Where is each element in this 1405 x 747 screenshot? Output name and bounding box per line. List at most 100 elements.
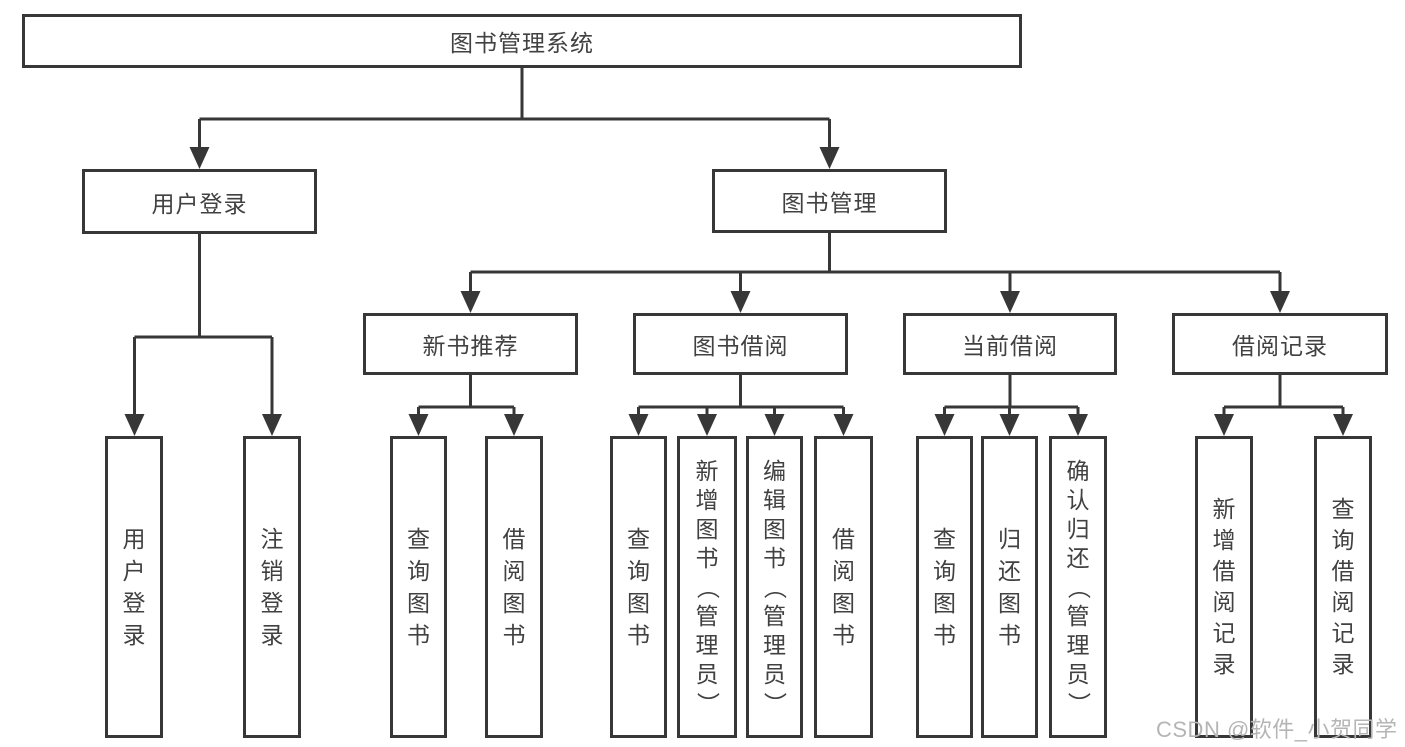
leaf-label-char: 管 (763, 602, 786, 629)
leaf-borrow-books-2: 借阅图书 (814, 436, 873, 738)
leaf-label: 确认归还（管理员） (1065, 459, 1092, 715)
node-library-management-system: 图书管理系统 (22, 14, 1022, 68)
arrowhead (124, 414, 145, 436)
leaf-logout: 注销登录 (243, 436, 301, 738)
node-label: 图书管理系统 (450, 30, 594, 56)
leaf-label-char: 书 (998, 621, 1021, 648)
node-user-login: 用户登录 (82, 169, 317, 234)
leaf-label-char: 用 (122, 525, 146, 552)
leaf-label-char: （ (694, 575, 721, 599)
leaf-label-char: 理 (763, 631, 786, 658)
leaf-label-char: 借 (502, 525, 526, 552)
leaf-confirm-return-admin: 确认归还（管理员） (1049, 436, 1107, 738)
leaf-query-books-1: 查询图书 (390, 436, 447, 738)
leaf-label-char: 还 (998, 557, 1021, 584)
arrowhead (697, 414, 717, 436)
leaf-label-char: 还 (1066, 544, 1090, 571)
leaf-label-char: 借 (832, 525, 855, 552)
leaf-label-char: 理 (695, 631, 719, 658)
leaf-label-char: 询 (407, 557, 430, 584)
leaf-label: 新增图书（管理员） (694, 457, 721, 715)
arrowhead (408, 414, 429, 436)
leaf-label-char: 图 (502, 589, 526, 616)
node-label: 用户登录 (151, 190, 248, 217)
leaf-label: 借阅图书 (832, 525, 855, 647)
leaf-label: 查询图书 (933, 525, 956, 647)
arrowhead (189, 147, 210, 169)
arrowhead (1214, 414, 1234, 436)
leaf-label-char: 增 (695, 486, 719, 513)
leaf-query-books-3: 查询图书 (916, 436, 973, 738)
leaf-label-char: 借 (1212, 558, 1236, 584)
leaf-label-char: 图 (832, 589, 855, 616)
leaf-add-books-admin: 新增图书（管理员） (677, 436, 737, 738)
leaf-label-char: 归 (998, 525, 1021, 552)
leaf-label-char: 录 (1331, 651, 1355, 677)
leaf-label-char: 询 (933, 557, 956, 584)
arrowhead (833, 414, 854, 436)
leaf-label: 查询图书 (627, 527, 650, 648)
leaf-edit-books-admin: 编辑图书（管理员） (746, 436, 803, 738)
arrowhead (1333, 414, 1353, 436)
connector-user-login-children (124, 234, 282, 436)
node-label: 图书管理 (781, 190, 878, 216)
arrowhead (262, 414, 282, 436)
leaf-label-char: 归 (1066, 515, 1090, 542)
leaf-label-char: 增 (1212, 527, 1236, 553)
leaf-label-char: 借 (1331, 558, 1355, 584)
leaf-label-char: 查 (933, 525, 956, 552)
node-new-book-recommend: 新书推荐 (363, 313, 578, 375)
leaf-return-books: 归还图书 (981, 436, 1038, 738)
arrowhead (1000, 291, 1020, 313)
leaf-label-char: 录 (260, 621, 284, 648)
node-book-borrow: 图书借阅 (633, 313, 848, 375)
leaf-label-char: 查 (407, 525, 430, 552)
leaf-label-char: 书 (627, 621, 650, 648)
connector-book-mgmt-to-level3 (460, 233, 1290, 313)
leaf-label-char: 录 (1212, 651, 1236, 677)
connector-book-borrow-children (628, 375, 854, 436)
node-label: 借阅记录 (1232, 333, 1328, 359)
csdn-watermark: CSDN @软件_小贺同学 (1156, 717, 1398, 742)
connector-borrow-records-children (1214, 375, 1353, 436)
leaf-label-char: 阅 (1212, 589, 1236, 615)
leaf-label-char: （ (1065, 575, 1092, 599)
leaf-label: 用户登录 (122, 525, 146, 647)
leaf-label-char: 阅 (832, 557, 855, 584)
node-label: 图书借阅 (692, 333, 789, 359)
leaf-label-char: （ (762, 575, 788, 599)
leaf-label-char: 认 (1066, 486, 1090, 513)
leaf-label-char: 销 (260, 557, 284, 584)
connector-new-book-children (408, 375, 524, 436)
leaf-label-char: 图 (933, 589, 956, 616)
leaf-label-char: 员 (695, 660, 719, 687)
leaf-label-char: ） (762, 691, 788, 715)
leaf-label-char: 新 (695, 457, 719, 484)
arrowhead (1270, 291, 1290, 313)
leaf-label-char: 图 (695, 515, 719, 542)
arrowhead (1068, 414, 1088, 436)
leaf-add-borrow-record: 新增借阅记录 (1195, 436, 1253, 738)
arrowhead (730, 291, 751, 313)
leaf-label: 新增借阅记录 (1213, 498, 1236, 676)
leaf-label-char: 书 (695, 544, 719, 571)
leaf-query-books-2: 查询图书 (610, 436, 667, 738)
leaf-label-char: 记 (1212, 620, 1236, 646)
leaf-label-char: 图 (407, 589, 430, 616)
leaf-label-char: 图 (998, 589, 1021, 616)
leaf-label: 编辑图书（管理员） (762, 457, 788, 715)
node-current-borrow: 当前借阅 (903, 313, 1117, 375)
leaf-label-char: 户 (122, 557, 146, 584)
leaf-label-char: 书 (763, 544, 786, 571)
connector-root-to-level2 (189, 68, 840, 169)
node-label: 新书推荐 (422, 333, 519, 359)
node-borrow-records: 借阅记录 (1172, 313, 1388, 375)
leaf-label: 注销登录 (260, 527, 284, 648)
leaf-label-char: 登 (260, 589, 284, 616)
arrowhead (504, 414, 524, 436)
leaf-label-char: 管 (695, 602, 719, 629)
arrowhead (999, 414, 1020, 436)
leaf-label-char: 新 (1212, 496, 1236, 522)
leaf-label-char: 编 (763, 457, 786, 484)
